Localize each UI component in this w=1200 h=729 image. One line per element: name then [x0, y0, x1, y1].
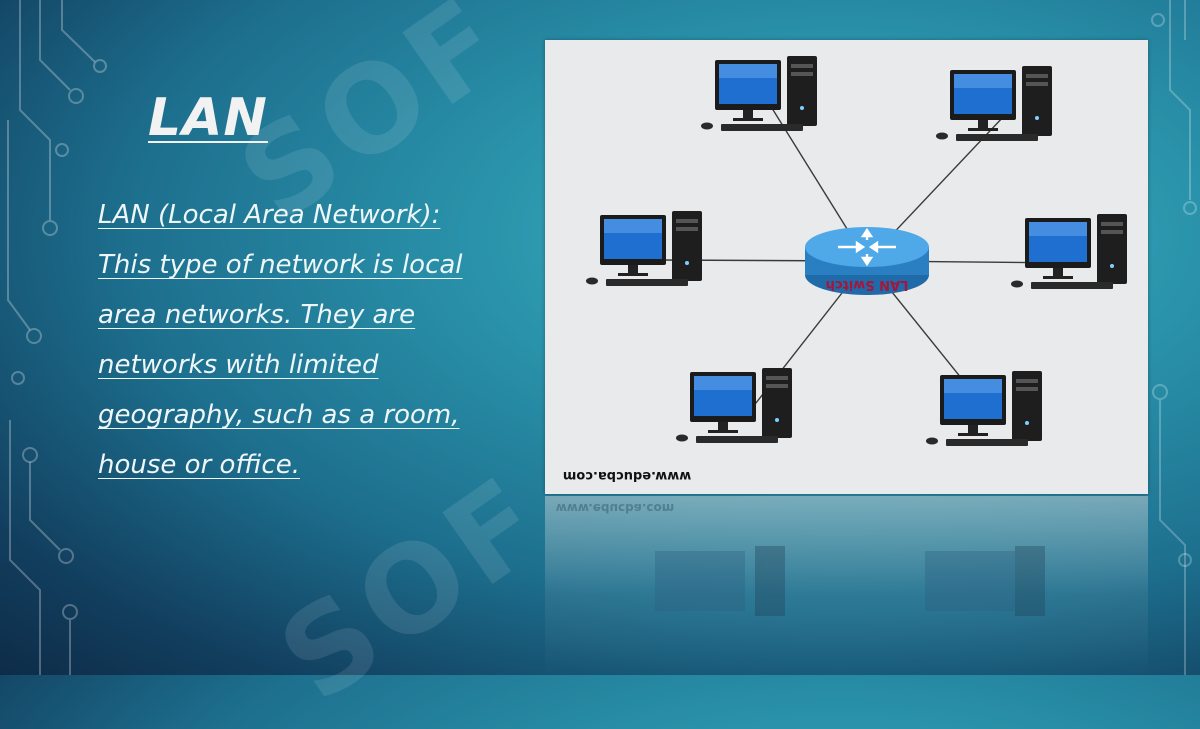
- watermark: SOF: [256, 449, 573, 729]
- slide-title: LAN: [148, 88, 268, 148]
- reflection-credit: www.educba.com: [556, 501, 675, 515]
- switch-arrows-icon: [838, 227, 896, 267]
- circuit-decoration-left: [7, 0, 107, 675]
- diagram-reflection: www.educba.com: [545, 496, 1148, 675]
- computer-icon: [1011, 214, 1127, 289]
- circuit-decoration-right: [1151, 0, 1197, 675]
- credit-label: www.educba.com: [563, 468, 691, 483]
- switch-label: LAN Switch: [826, 277, 909, 292]
- lan-diagram-panel: LAN Switch www.educba.com: [545, 40, 1148, 494]
- computer-icon: [926, 371, 1042, 446]
- computer-icon: [586, 211, 702, 286]
- slide-body-text: LAN (Local Area Network): This type of n…: [98, 200, 463, 480]
- computer-icon: [701, 56, 817, 131]
- lan-diagram: LAN Switch www.educba.com: [563, 56, 1127, 483]
- computer-icon: [936, 66, 1052, 141]
- lan-switch: LAN Switch: [805, 227, 929, 295]
- computer-icon: [676, 368, 792, 443]
